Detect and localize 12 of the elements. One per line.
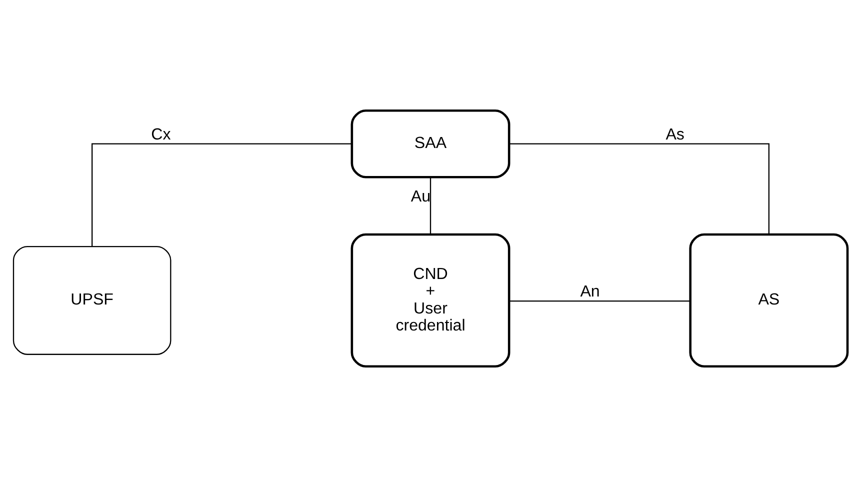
- node-box: UPSF: [12, 246, 172, 355]
- edge-label: As: [666, 126, 684, 144]
- connector: [430, 177, 432, 234]
- connector: [92, 143, 352, 246]
- edge-label: Au: [410, 188, 431, 206]
- node-box: SAA: [350, 109, 510, 178]
- connector: [509, 300, 690, 302]
- connector: [509, 143, 770, 234]
- edge-label: An: [580, 282, 600, 301]
- node-box: CND + User credential: [350, 233, 510, 368]
- node-box: AS: [689, 233, 849, 368]
- edge-label: Cx: [151, 126, 171, 144]
